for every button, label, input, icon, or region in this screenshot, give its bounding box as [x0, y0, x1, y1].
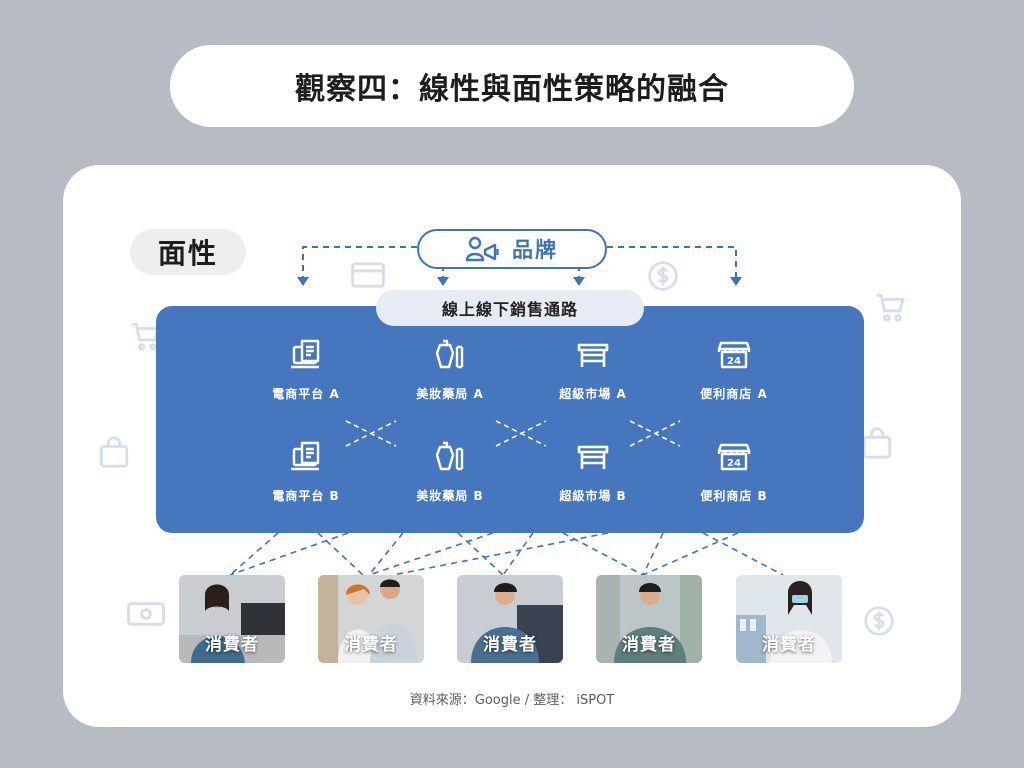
store-cosmetics-b: 美妝藥局 B	[385, 439, 515, 504]
store-label: 電商平台 B	[272, 489, 340, 503]
arrowhead-1	[297, 277, 309, 286]
svg-text:24: 24	[727, 356, 741, 367]
store-supermarket-a: 超級市場 A	[528, 337, 658, 402]
convenience-store-24-icon: 24	[717, 341, 751, 369]
surface-strategy-label: 面性	[157, 237, 218, 270]
store-ecommerce-b: 電商平台 B	[241, 439, 371, 504]
link-11	[702, 532, 784, 576]
shopping-bag-icon	[860, 425, 894, 461]
link-8	[562, 532, 644, 576]
consumer-photo-5: 消費者	[736, 575, 842, 663]
store-label: 超級市場 B	[559, 489, 627, 503]
consumer-photo-1: 消費者	[179, 575, 285, 663]
surface-strategy-tag: 面性	[130, 229, 246, 275]
consumer-photo-image	[457, 575, 563, 663]
consumer-photo-3: 消費者	[457, 575, 563, 663]
store-convenience-a: 24 便利商店 A	[669, 337, 799, 402]
link-9	[392, 532, 609, 576]
link-3	[229, 532, 349, 576]
supermarket-storefront-icon	[577, 343, 609, 367]
brand-megaphone-icon	[466, 236, 499, 262]
cosmetics-bottle-icon	[435, 441, 464, 471]
ecommerce-receipt-icon	[291, 441, 320, 471]
link-5	[457, 532, 504, 576]
arrowhead-3	[573, 277, 585, 286]
consumer-label: 消費者	[622, 635, 676, 655]
consumer-label: 消費者	[344, 635, 398, 655]
store-label: 便利商店 B	[700, 489, 768, 503]
arrowhead-4	[730, 277, 742, 286]
consumer-photo-image	[596, 575, 702, 663]
sales-channel-title: 線上線下銷售通路	[376, 290, 644, 326]
consumer-photo-image	[179, 575, 285, 663]
store-label: 超級市場 A	[559, 387, 627, 401]
cash-icon	[127, 599, 165, 629]
brand-label: 品牌	[512, 238, 558, 262]
store-supermarket-b: 超級市場 B	[528, 439, 658, 504]
cart-icon	[873, 291, 909, 325]
store-convenience-b: 24 便利商店 B	[669, 439, 799, 504]
link-1	[229, 532, 279, 576]
consumer-photo-4: 消費者	[596, 575, 702, 663]
link-4	[368, 532, 404, 576]
consumer-label: 消費者	[205, 635, 259, 655]
consumer-links	[229, 532, 784, 576]
link-2	[317, 532, 364, 576]
shopping-bag-icon	[97, 434, 131, 470]
link-10	[642, 532, 664, 576]
consumer-photo-image	[736, 575, 842, 663]
store-label: 便利商店 A	[700, 387, 768, 401]
dollar-coin-icon	[863, 605, 895, 637]
cosmetics-bottle-icon	[435, 339, 464, 369]
svg-text:24: 24	[727, 458, 741, 469]
store-label: 電商平台 A	[272, 387, 340, 401]
store-cosmetics-a: 美妝藥局 A	[385, 337, 515, 402]
brand-node: 品牌	[417, 229, 607, 269]
sales-channel-label: 線上線下銷售通路	[441, 300, 578, 319]
source-caption: 資料來源：Google / 整理： iSPOT	[409, 693, 615, 708]
dollar-coin-icon	[647, 260, 679, 292]
page-title: 觀察四：線性與面性策略的融合	[295, 72, 729, 107]
link-6	[368, 532, 494, 576]
credit-card-icon	[351, 261, 385, 289]
arrowhead-2	[437, 277, 449, 286]
diagram-card: 面性	[63, 165, 961, 727]
supermarket-storefront-icon	[577, 445, 609, 469]
store-label: 美妝藥局 A	[416, 387, 484, 401]
store-ecommerce-a: 電商平台 A	[241, 337, 371, 402]
title-banner: 觀察四：線性與面性策略的融合	[170, 45, 854, 127]
consumer-label: 消費者	[483, 635, 537, 655]
link-7	[502, 532, 534, 576]
convenience-store-24-icon: 24	[717, 443, 751, 471]
cart-icon	[129, 320, 163, 354]
consumer-photo-2: 消費者	[318, 575, 424, 663]
store-label: 美妝藥局 B	[416, 489, 484, 503]
consumer-label: 消費者	[762, 635, 816, 655]
consumer-photo-image	[318, 575, 424, 663]
link-12	[642, 532, 739, 576]
ecommerce-receipt-icon	[291, 339, 320, 369]
